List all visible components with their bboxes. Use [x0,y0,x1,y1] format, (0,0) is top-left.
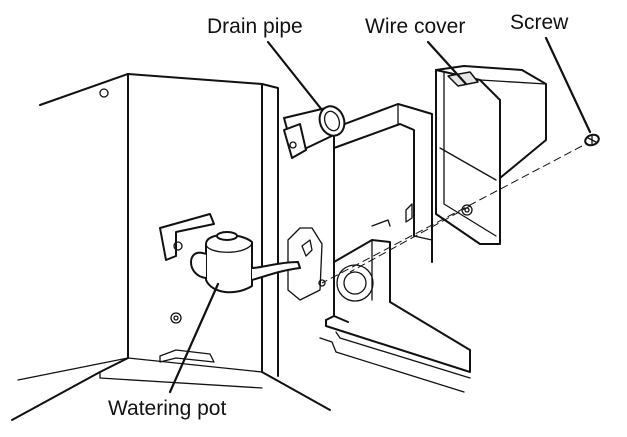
mounting-panel [287,103,471,393]
drain-pipe [283,105,346,159]
watering-pot [159,213,301,294]
screw-label: Screw [510,11,569,34]
wire-cover-leader [426,40,468,86]
drain-pipe-label: Drain pipe [207,15,303,38]
watering-pot-label: Watering pot [108,397,227,420]
unit-body [11,73,331,421]
wire-cover [435,65,547,245]
screw-leader [544,36,592,134]
screw [584,133,600,147]
watering-pot-leader [168,282,220,394]
bottom-clip [159,349,215,363]
alignment-lines [321,145,583,284]
drain-pipe-leader [266,40,324,112]
wire-cover-label: Wire cover [365,15,466,38]
